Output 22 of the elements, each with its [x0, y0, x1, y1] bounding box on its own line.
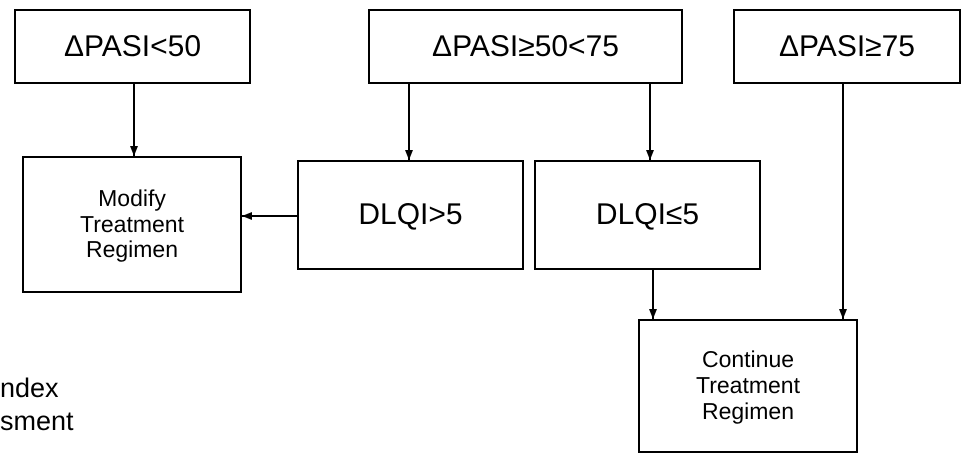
box-text: DLQI>5: [358, 198, 463, 232]
arrow: [649, 270, 657, 319]
box-text: ΔPASI≥75: [778, 30, 915, 64]
process-box: [368, 9, 683, 84]
arrow: [646, 84, 654, 160]
process-box: [14, 9, 251, 84]
box-text: ΔPASI<50: [64, 30, 202, 64]
arrow: [242, 212, 297, 220]
note-text: ndex: [0, 373, 59, 404]
box-text: Continue Treatment Regimen: [696, 347, 800, 425]
box-text: Modify Treatment Regimen: [80, 186, 184, 264]
process-box: [733, 9, 961, 84]
note-text: sment: [0, 406, 74, 437]
process-box: [297, 160, 524, 270]
box-text: DLQI≤5: [596, 198, 700, 232]
arrow: [839, 84, 847, 319]
process-box: [22, 156, 242, 293]
process-box: [534, 160, 761, 270]
box-text: ΔPASI≥50<75: [432, 30, 619, 64]
arrow: [130, 84, 138, 156]
process-box: [638, 319, 858, 453]
arrow: [405, 84, 413, 160]
